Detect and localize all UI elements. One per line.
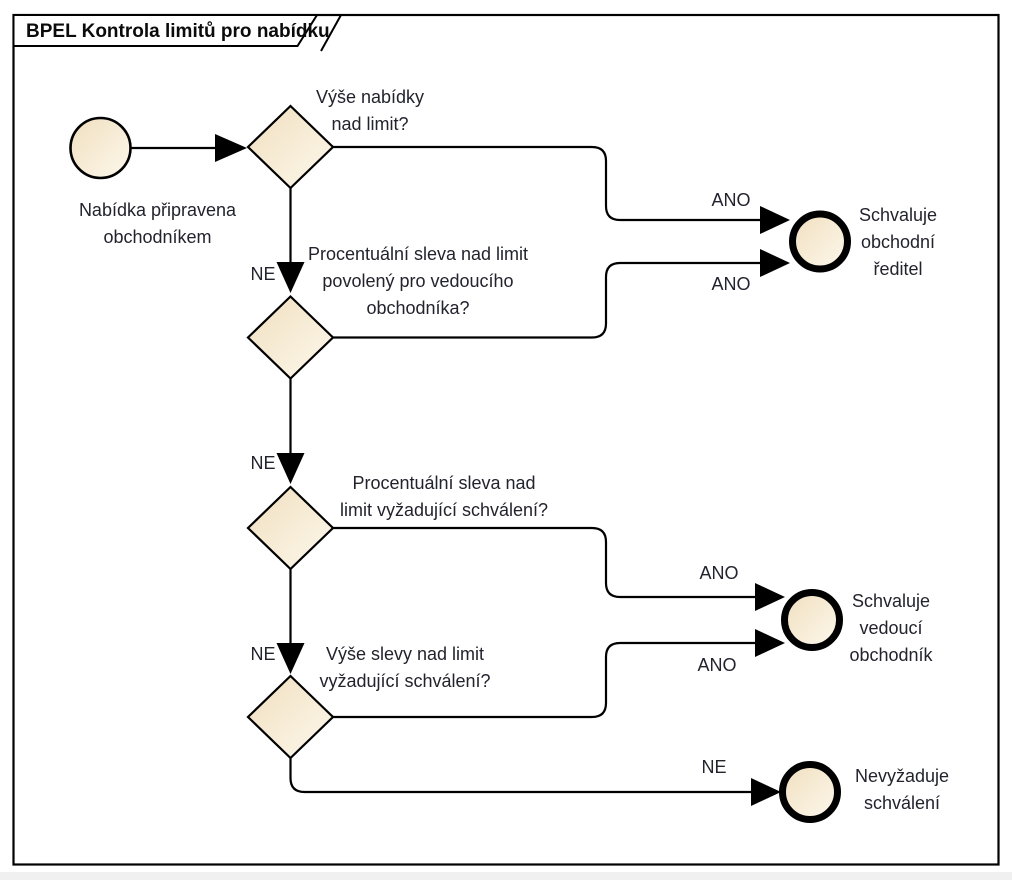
decision-3-label: Procentuální sleva nad limit vyžadující …: [324, 470, 564, 524]
arrowhead-d1-to-d2: [276, 262, 305, 293]
decision-1-line2: nad limit?: [331, 114, 409, 134]
decision-4-label: Výše slevy nad limit vyžadující schválen…: [295, 641, 515, 695]
end-1-line1: Schvaluje: [858, 205, 938, 225]
arrowhead-d4-ne: [751, 778, 781, 806]
arrowhead-d4-ano: [755, 629, 785, 657]
start-event-label: Nabídka připravena obchodníkem: [40, 197, 275, 251]
end-1-line3: ředitel: [873, 259, 923, 279]
end-event-circle-2: [781, 589, 843, 651]
start-label-line2: obchodníkem: [103, 227, 212, 247]
end-2-line2: vedoucí: [859, 618, 923, 638]
decision-diamond-1: [246, 104, 335, 190]
end-2-line1: Schvaluje: [851, 591, 931, 611]
arrowhead-d2-ano: [760, 249, 790, 277]
flow-d4-ano-to-end2: [333, 641, 755, 719]
arrowhead-d3-to-d4: [276, 643, 305, 674]
arrowhead-d2-to-d3: [276, 453, 305, 484]
end-event-circle-1: [789, 210, 851, 273]
decision-1-label: Výše nabídky nad limit?: [260, 84, 480, 138]
frame-tab-accent-line: [320, 14, 342, 52]
end-1-line2: obchodní: [860, 232, 936, 252]
page-bottom-edge: [0, 872, 1012, 880]
end-3-line2: schválení: [863, 793, 941, 813]
arrowhead-d1-ano: [760, 206, 790, 234]
flow-d4-ne-to-end3: [289, 758, 751, 794]
guard-ne-4: NE: [701, 757, 727, 777]
decision-2-label: Procentuální sleva nad limit povolený pr…: [288, 241, 548, 322]
diagram-frame: [12, 13, 1000, 866]
guard-ano-4: ANO: [697, 655, 737, 675]
frame-title-tab: [12, 14, 319, 47]
diagram-title: BPEL Kontrola limitů pro nabídku: [26, 21, 330, 42]
decision-4-line1: Výše slevy nad limit: [325, 644, 485, 664]
decision-diamond-4: [246, 674, 335, 760]
decision-4-line2: vyžadující schválení?: [319, 671, 491, 691]
decision-3-line1: Procentuální sleva nad: [352, 473, 536, 493]
arrowhead-d3-ano: [755, 583, 785, 611]
decision-3-line2: limit vyžadující schválení?: [339, 500, 549, 520]
flow-d2-ano-to-end1: [333, 261, 760, 339]
start-label-line1: Nabídka připravena: [78, 200, 237, 220]
end-event-1-label: Schvaluje obchodní ředitel: [828, 202, 968, 283]
end-event-circle-3: [779, 761, 841, 823]
arrowhead-start-to-d1: [215, 134, 247, 162]
decision-diamond-2: [246, 294, 335, 381]
flow-d1-ano-to-end1: [333, 145, 760, 222]
end-event-2-label: Schvaluje vedoucí obchodník: [821, 588, 961, 669]
end-2-line3: obchodník: [849, 645, 933, 665]
guard-ano-2: ANO: [711, 274, 751, 294]
decision-2-line2: povolený pro vedoucího: [322, 271, 514, 291]
start-event-circle: [69, 116, 132, 180]
guard-ano-3: ANO: [699, 563, 739, 583]
end-event-3-label: Nevyžaduje schválení: [827, 763, 977, 817]
guard-ano-1: ANO: [711, 190, 751, 210]
end-3-line1: Nevyžaduje: [854, 766, 950, 786]
guard-ne-3: NE: [250, 644, 276, 664]
flow-d3-ano-to-end2: [333, 526, 755, 599]
decision-2-line1: Procentuální sleva nad limit: [307, 244, 529, 264]
guard-ne-1: NE: [250, 264, 276, 284]
decision-2-line3: obchodníka?: [366, 298, 470, 318]
decision-diamond-3: [246, 485, 335, 571]
decision-1-line1: Výše nabídky: [315, 87, 425, 107]
guard-ne-2: NE: [250, 453, 276, 473]
